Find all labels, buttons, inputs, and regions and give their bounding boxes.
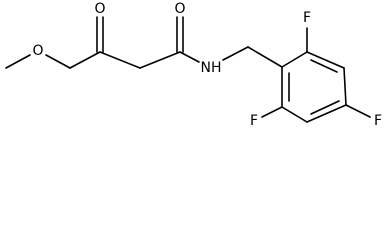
bonds bbox=[5, 16, 371, 123]
ring-bond-3-4 bbox=[343, 67, 347, 106]
fluorine-bottom-label: F bbox=[250, 113, 258, 129]
ring-inner-bond-c bbox=[310, 100, 340, 115]
ring-bond-1-2 bbox=[281, 51, 308, 68]
atom-labels: O O O NH F F F bbox=[32, 1, 382, 129]
ketone-oxygen-label: O bbox=[94, 1, 105, 17]
fluorine-top-label: F bbox=[303, 10, 311, 26]
bond-ch2-amide-c bbox=[139, 51, 181, 69]
ring-inner-bond-b bbox=[310, 59, 338, 73]
fluorine-right-label: F bbox=[374, 113, 382, 129]
amide-oxygen-label: O bbox=[174, 1, 185, 17]
ring-bond-2-3 bbox=[306, 51, 345, 69]
ring-bond-5-6 bbox=[281, 106, 308, 123]
bond-n-ch2 bbox=[222, 46, 249, 61]
methoxy-oxygen-label: O bbox=[32, 43, 43, 59]
bond-amide-c-n bbox=[179, 51, 200, 63]
bond-ring-f-right bbox=[345, 104, 371, 118]
chemical-structure: O O O NH F F F bbox=[5, 1, 382, 129]
bond-ring-f-bottom bbox=[261, 106, 283, 118]
bond-ch2-ketone-c bbox=[69, 51, 101, 69]
bond-ch2-ring bbox=[247, 46, 283, 68]
bond-o-ch2 bbox=[45, 54, 71, 69]
bond-methyl-o bbox=[5, 54, 31, 69]
ring-bond-4-5 bbox=[306, 104, 347, 123]
amide-nitrogen-label: NH bbox=[201, 60, 222, 76]
bond-ketone-c-ch2 bbox=[99, 51, 141, 69]
